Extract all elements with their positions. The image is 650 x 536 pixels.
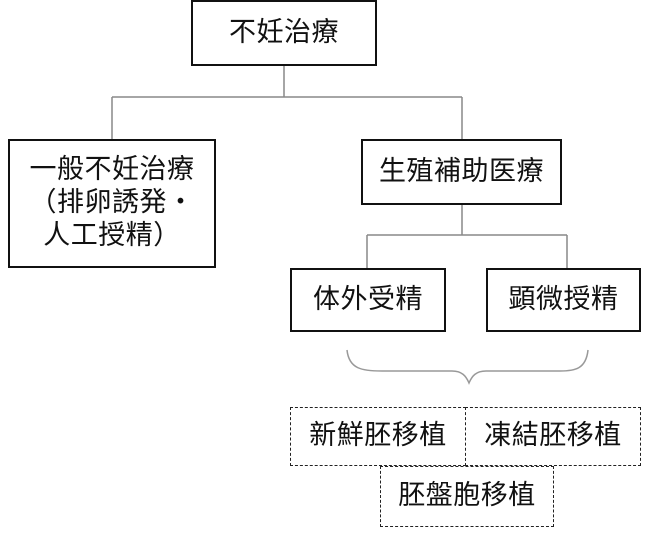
general-treatment-label: 一般不妊治療 （排卵誘発・ 人工授精） (29, 154, 195, 251)
blastocyst-transfer-node: 胚盤胞移植 (380, 466, 554, 527)
frozen-transfer-node: 凍結胚移植 (465, 407, 641, 466)
fresh-transfer-node: 新鮮胚移植 (290, 407, 466, 466)
root-node: 不妊治療 (191, 0, 377, 66)
ivf-label: 体外受精 (313, 283, 423, 315)
art-label: 生殖補助医療 (379, 155, 544, 187)
blastocyst-transfer-label: 胚盤胞移植 (398, 480, 536, 512)
root-label: 不妊治療 (229, 16, 339, 48)
frozen-transfer-label: 凍結胚移植 (484, 420, 622, 452)
icsi-node: 顕微授精 (486, 268, 641, 332)
art-node: 生殖補助医療 (361, 139, 562, 205)
general-treatment-node: 一般不妊治療 （排卵誘発・ 人工授精） (8, 139, 216, 268)
icsi-label: 顕微授精 (508, 283, 619, 315)
brace (346, 349, 589, 385)
ivf-node: 体外受精 (290, 268, 446, 332)
fresh-transfer-label: 新鮮胚移植 (309, 420, 447, 452)
